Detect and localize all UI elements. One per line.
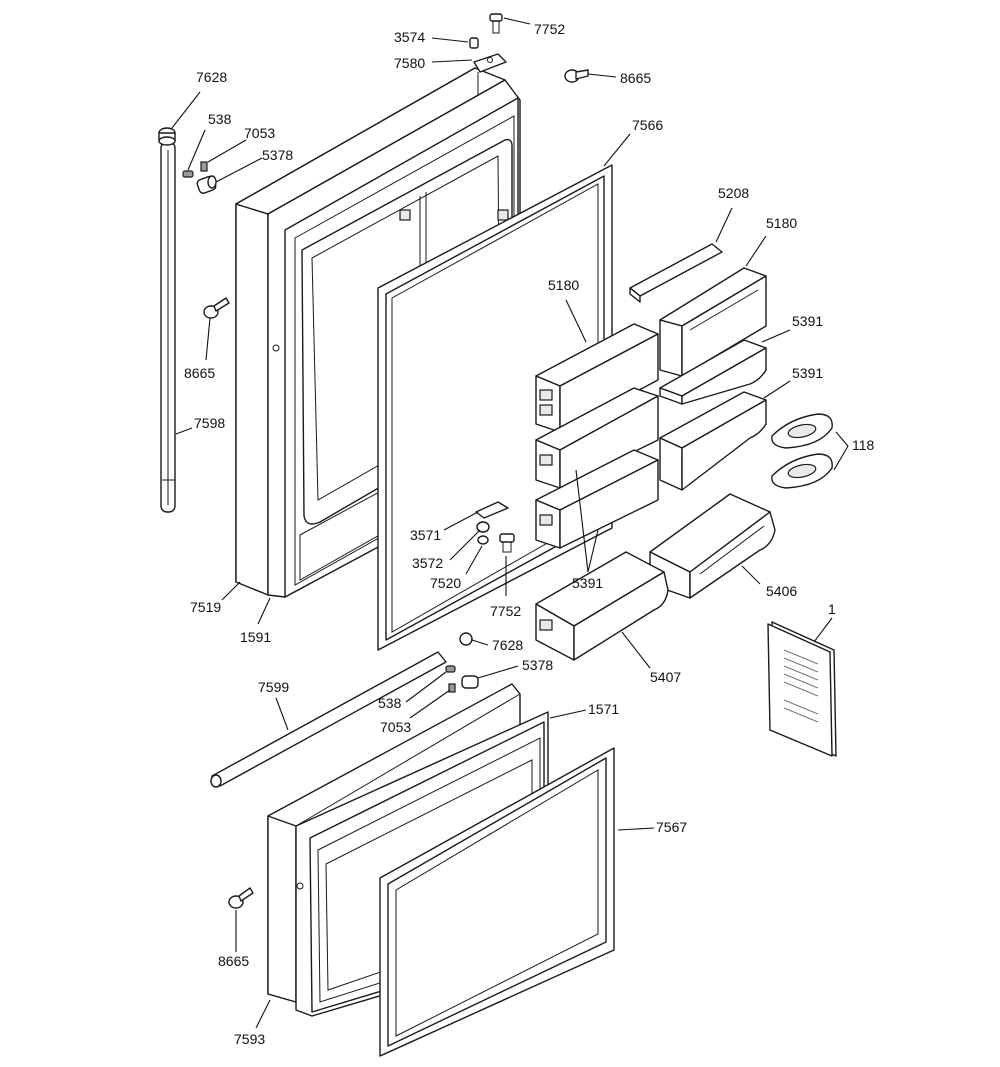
callout-5391-c: 5391	[572, 575, 603, 591]
callout-3574: 3574	[394, 29, 425, 45]
bin-5391-right-lower	[659, 391, 767, 491]
owners-manual-1	[767, 621, 837, 757]
callout-8665-left: 8665	[184, 365, 215, 381]
spacer-7520	[477, 535, 489, 545]
bin-5180-right	[659, 267, 767, 377]
screw-8665-left	[203, 297, 230, 319]
screw-538-top	[182, 170, 194, 178]
washer-3572	[476, 521, 490, 533]
callout-5407: 5407	[650, 669, 681, 685]
bar-5208	[629, 243, 723, 303]
callout-labels: 7628 538 7053 5378 8665 7598 7519 1591 3…	[184, 21, 875, 1047]
callout-7580: 7580	[394, 55, 425, 71]
screw-538-mid	[445, 665, 456, 673]
callout-8665-top: 8665	[620, 70, 651, 86]
callout-7628-top: 7628	[196, 69, 227, 85]
rod-cap-7628-top	[158, 127, 176, 146]
callout-5378-mid: 5378	[522, 657, 553, 673]
callout-7053-mid: 7053	[380, 719, 411, 735]
callout-7752-mid: 7752	[490, 603, 521, 619]
bin-5391-right-upper	[659, 339, 767, 405]
bin-5391-left-2	[535, 449, 659, 549]
bin-5407	[535, 551, 669, 661]
callout-5406: 5406	[766, 583, 797, 599]
callout-3571: 3571	[410, 527, 441, 543]
callout-5208: 5208	[718, 185, 749, 201]
screw-8665-top	[564, 69, 589, 83]
callout-5180-right: 5180	[766, 215, 797, 231]
rod-cap-7628-mid	[459, 632, 473, 646]
callout-538-mid: 538	[378, 695, 402, 711]
callout-7752-top: 7752	[534, 21, 565, 37]
callout-8665-bottom: 8665	[218, 953, 249, 969]
callout-7598: 7598	[194, 415, 225, 431]
bin-5406	[649, 493, 776, 599]
callout-7519: 7519	[190, 599, 221, 615]
freezer-gasket-7567	[379, 747, 615, 1057]
screw-7752-mid	[499, 533, 515, 553]
callout-7520: 7520	[430, 575, 461, 591]
shim-3571	[475, 501, 509, 519]
bin-5180-left	[535, 323, 659, 433]
callout-3572: 3572	[412, 555, 443, 571]
callout-1: 1	[828, 601, 836, 617]
callout-7053-top: 7053	[244, 125, 275, 141]
callout-5391-b: 5391	[792, 365, 823, 381]
callout-5378-top: 5378	[262, 147, 293, 163]
callout-538-top: 538	[208, 111, 232, 127]
callout-7593: 7593	[234, 1031, 265, 1047]
egg-tray-118-lower	[771, 453, 833, 489]
hinge-rod-7598	[160, 141, 176, 513]
bushing-5378-top	[196, 175, 217, 194]
callout-5391-a: 5391	[792, 313, 823, 329]
bin-5391-left-1	[535, 387, 659, 489]
callout-7599: 7599	[258, 679, 289, 695]
callout-5180-left: 5180	[548, 277, 579, 293]
screw-7053-mid	[448, 683, 456, 693]
leader-lines	[171, 17, 849, 1029]
pin-3574	[469, 37, 479, 49]
screw-7752-top	[489, 13, 503, 34]
callout-7628-mid: 7628	[492, 637, 523, 653]
callout-7566: 7566	[632, 117, 663, 133]
hinge-rod-7599	[210, 651, 447, 788]
callout-7567: 7567	[656, 819, 687, 835]
bushing-5378-mid	[461, 675, 479, 689]
callout-118: 118	[852, 437, 875, 453]
hinge-bracket-7580	[473, 53, 507, 73]
screw-8665-bottom	[228, 887, 254, 909]
egg-tray-118-upper	[771, 413, 833, 449]
screw-7053-top	[200, 161, 208, 172]
callout-1591: 1591	[240, 629, 271, 645]
callout-1571: 1571	[588, 701, 619, 717]
